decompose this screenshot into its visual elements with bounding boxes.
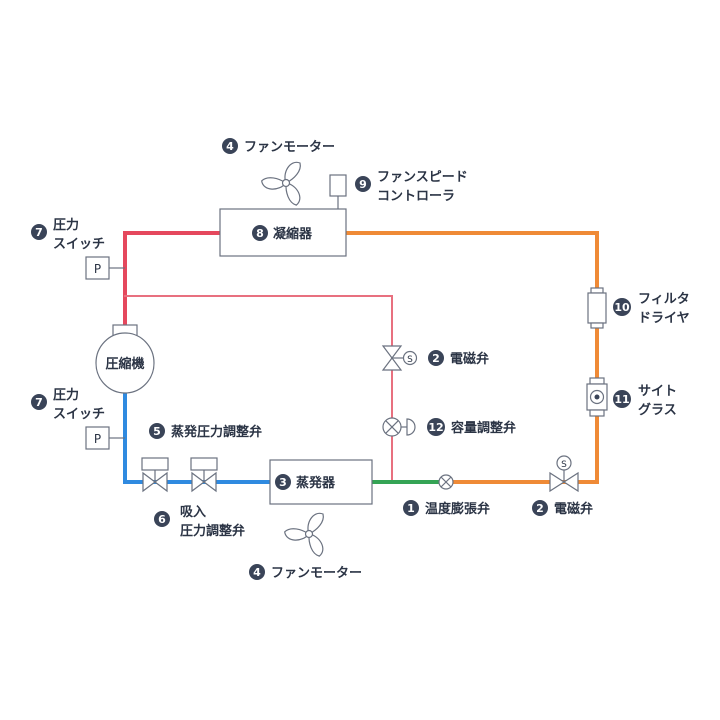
pressure-switch-glyph: P	[94, 432, 101, 446]
svg-text:コントローラ: コントローラ	[377, 189, 455, 204]
label-sight-glass: 11 サイト グラス	[613, 384, 677, 418]
svg-text:フィルタ: フィルタ	[638, 292, 690, 307]
svg-text:5: 5	[153, 425, 161, 438]
condenser: 8 凝縮器	[219, 208, 347, 257]
svg-text:圧力: 圧力	[53, 217, 79, 233]
sight-glass-icon	[586, 377, 608, 417]
label-expansion-valve: 1 温度膨張弁	[403, 500, 490, 517]
svg-text:ファンスピード: ファンスピード	[377, 170, 468, 185]
svg-text:電磁弁: 電磁弁	[450, 351, 489, 367]
suction-line	[123, 388, 272, 484]
label-evap-pressure-valve: 5 蒸発圧力調整弁	[149, 423, 262, 440]
svg-text:3: 3	[279, 476, 287, 489]
evaporator-number-badge: 3	[275, 474, 291, 490]
filter-drier-icon	[587, 287, 607, 329]
svg-text:圧力調整弁: 圧力調整弁	[180, 523, 245, 539]
pressure-switch-bottom: P	[85, 426, 125, 450]
svg-text:容量調整弁: 容量調整弁	[450, 420, 516, 436]
compressor-label: 圧縮機	[105, 356, 144, 372]
condenser-number-badge: 8	[252, 225, 268, 241]
label-fan-motor-bottom: 4 ファンモーター	[249, 564, 362, 581]
svg-text:10: 10	[614, 301, 630, 314]
svg-text:7: 7	[35, 396, 43, 409]
svg-text:4: 4	[226, 140, 234, 153]
svg-text:吸入: 吸入	[180, 505, 206, 520]
label-filter-drier: 10 フィルタ ドライヤ	[613, 292, 690, 326]
fan-speed-controller-unit	[329, 174, 347, 209]
svg-text:スイッチ: スイッチ	[53, 407, 105, 422]
capacity-regulating-valve-icon	[382, 417, 416, 437]
evaporator-label: 蒸発器	[296, 475, 336, 491]
pressure-switch-glyph: P	[94, 262, 101, 276]
hot-gas-bypass-line	[124, 295, 393, 483]
svg-text:ファンモーター: ファンモーター	[244, 140, 335, 155]
label-solenoid-valve-mid: 2 電磁弁	[428, 350, 489, 367]
svg-text:ドライヤ: ドライヤ	[638, 311, 690, 326]
svg-text:グラス: グラス	[638, 402, 677, 418]
label-fan-speed-controller: 9 ファンスピード コントローラ	[355, 170, 468, 204]
svg-text:11: 11	[614, 393, 629, 406]
svg-text:1: 1	[407, 502, 415, 515]
pressure-switch-top: P	[85, 256, 125, 280]
svg-text:蒸発圧力調整弁: 蒸発圧力調整弁	[171, 424, 262, 440]
svg-text:電磁弁: 電磁弁	[554, 501, 593, 517]
label-suction-pressure-valve: 6 吸入 圧力調整弁	[154, 505, 245, 539]
svg-text:6: 6	[158, 513, 166, 526]
svg-text:8: 8	[256, 227, 264, 240]
label-fan-motor-top: 4 ファンモーター	[222, 138, 335, 155]
label-pressure-switch-top: 7 圧力 スイッチ	[31, 217, 105, 252]
compressor: 圧縮機	[95, 324, 155, 394]
evaporating-pressure-valve-icon	[141, 457, 169, 493]
solenoid-glyph: S	[561, 460, 567, 470]
solenoid-valve-mid-icon: S	[381, 345, 418, 371]
condenser-label: 凝縮器	[273, 226, 313, 242]
svg-text:スイッチ: スイッチ	[53, 237, 105, 252]
label-pressure-switch-bottom: 7 圧力 スイッチ	[31, 387, 105, 422]
label-solenoid-valve-right: 2 電磁弁	[532, 500, 593, 517]
svg-text:温度膨張弁: 温度膨張弁	[425, 501, 490, 517]
refrigerant-pipes	[123, 231, 599, 484]
svg-text:7: 7	[35, 226, 43, 239]
svg-text:9: 9	[359, 178, 367, 191]
evaporator: 3 蒸発器	[269, 459, 373, 505]
discharge-line	[123, 231, 222, 337]
solenoid-valve-right-icon: S	[549, 455, 579, 493]
svg-text:12: 12	[428, 421, 443, 434]
thermal-expansion-valve-icon	[438, 474, 454, 490]
svg-text:ファンモーター: ファンモーター	[271, 566, 362, 581]
svg-text:2: 2	[536, 502, 544, 515]
svg-text:サイト: サイト	[638, 384, 677, 399]
liquid-line	[344, 231, 599, 484]
svg-text:4: 4	[253, 566, 261, 579]
svg-text:圧力: 圧力	[53, 387, 79, 403]
solenoid-glyph: S	[407, 355, 413, 365]
fan-icon	[284, 512, 324, 557]
fan-icon	[261, 161, 301, 206]
suction-pressure-valve-icon	[190, 457, 218, 493]
svg-text:2: 2	[432, 352, 440, 365]
label-capacity-valve: 12 容量調整弁	[427, 418, 516, 436]
